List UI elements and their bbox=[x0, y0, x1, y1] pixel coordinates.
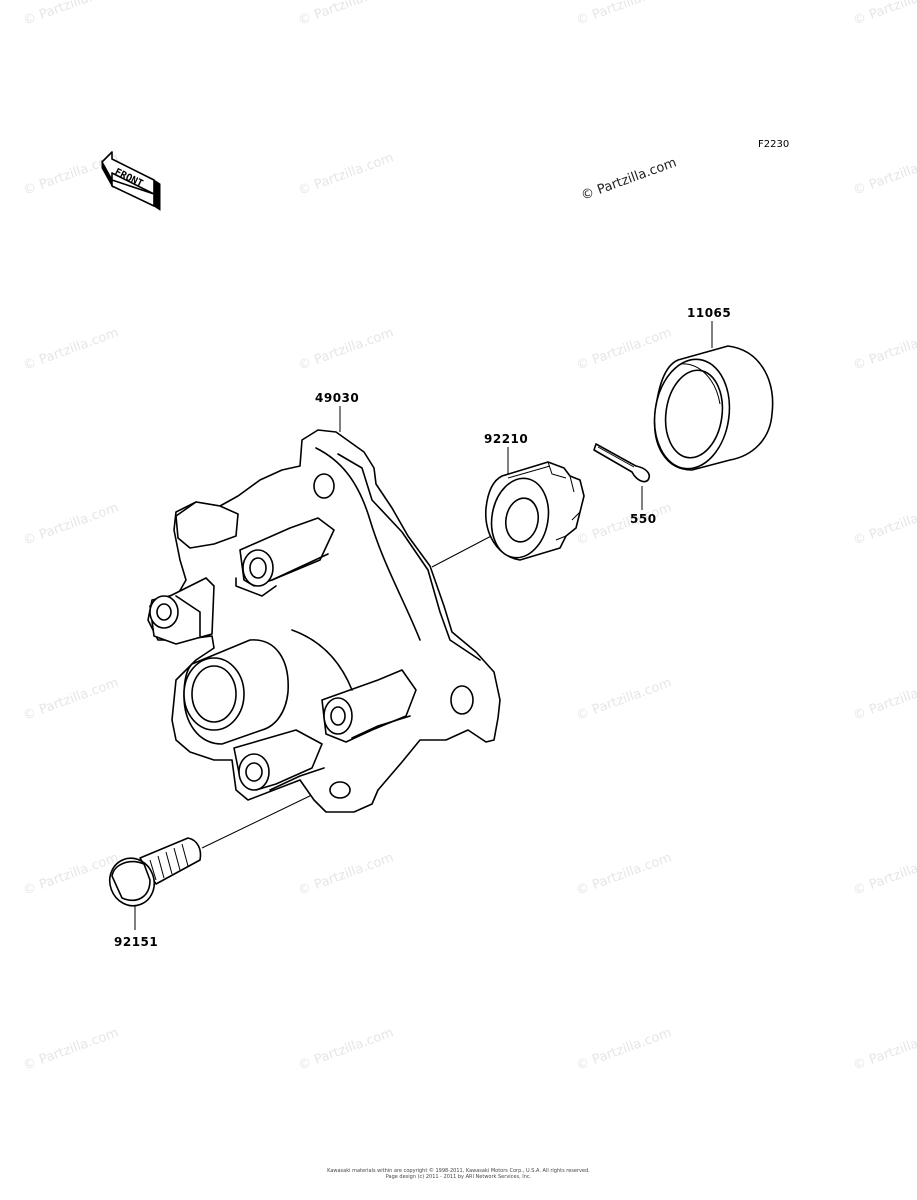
front-arrow-icon: FRONT bbox=[101, 151, 161, 211]
watermark: © Partzilla.com bbox=[851, 675, 917, 723]
figure-code: F2230 bbox=[758, 139, 789, 150]
watermark: © Partzilla.com bbox=[851, 500, 917, 548]
watermark: © Partzilla.com bbox=[851, 0, 917, 29]
watermark: © Partzilla.com bbox=[21, 0, 120, 29]
watermark: © Partzilla.com bbox=[851, 325, 917, 373]
watermark: © Partzilla.com bbox=[296, 1025, 395, 1073]
watermark-highlight: © Partzilla.com bbox=[579, 155, 678, 203]
part-label-92151[interactable]: 92151 bbox=[114, 935, 158, 949]
copyright-notice: Kawasaki materials within are copyright … bbox=[0, 1168, 917, 1180]
part-92210-castle-nut bbox=[485, 461, 585, 561]
watermark: © Partzilla.com bbox=[574, 325, 673, 373]
part-550-cotter-pin bbox=[593, 443, 651, 483]
leader-lines bbox=[134, 321, 713, 930]
copyright-line: Kawasaki materials within are copyright … bbox=[327, 1168, 590, 1174]
part-label-92210[interactable]: 92210 bbox=[484, 432, 528, 446]
watermark: © Partzilla.com bbox=[21, 675, 120, 723]
watermark: © Partzilla.com bbox=[851, 850, 917, 898]
watermark: © Partzilla.com bbox=[574, 675, 673, 723]
watermark: © Partzilla.com bbox=[574, 500, 673, 548]
watermark: © Partzilla.com bbox=[574, 1025, 673, 1073]
watermark: © Partzilla.com bbox=[21, 1025, 120, 1073]
part-label-49030[interactable]: 49030 bbox=[315, 391, 359, 405]
watermark: © Partzilla.com bbox=[574, 0, 673, 29]
copyright-line: Page design (c) 2011 - 2011 by ARI Netwo… bbox=[385, 1174, 532, 1180]
watermark: © Partzilla.com bbox=[21, 850, 120, 898]
watermark: © Partzilla.com bbox=[296, 325, 395, 373]
part-11065-bearing bbox=[653, 345, 774, 471]
part-labels: 11065 49030 92210 550 92151 bbox=[114, 306, 731, 949]
part-92151-wheel-stud bbox=[108, 837, 202, 907]
watermark: © Partzilla.com bbox=[851, 150, 917, 198]
part-label-550[interactable]: 550 bbox=[630, 512, 657, 526]
watermark: © Partzilla.com bbox=[574, 850, 673, 898]
watermark: © Partzilla.com bbox=[21, 325, 120, 373]
watermark: © Partzilla.com bbox=[296, 0, 395, 29]
part-49030-hub bbox=[147, 429, 501, 813]
watermark: © Partzilla.com bbox=[296, 850, 395, 898]
watermark: © Partzilla.com bbox=[851, 1025, 917, 1073]
watermark-layer: © Partzilla.com © Partzilla.com © Partzi… bbox=[21, 0, 917, 1074]
watermark: © Partzilla.com bbox=[296, 150, 395, 198]
watermark: © Partzilla.com bbox=[21, 500, 120, 548]
part-label-11065[interactable]: 11065 bbox=[687, 306, 731, 320]
